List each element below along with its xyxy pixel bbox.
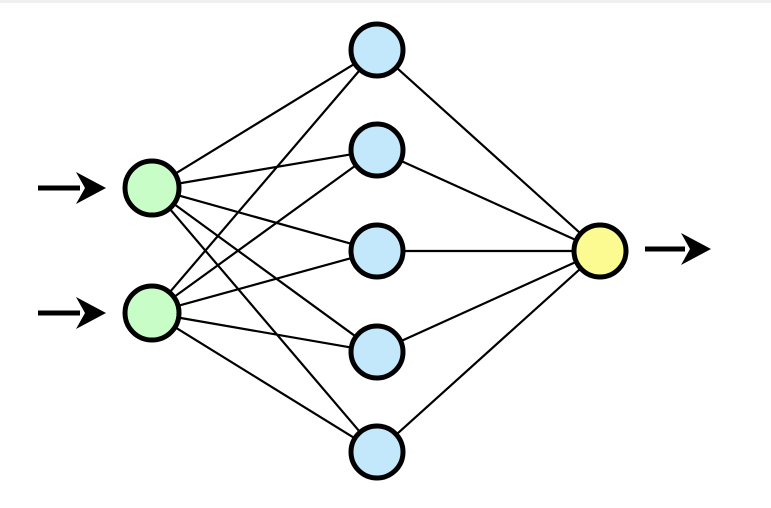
input-node-1 (122, 158, 182, 218)
edge-input-node-1-to-hidden-node-4 (173, 203, 356, 337)
edge-input-node-2-to-hidden-node-5 (175, 326, 355, 439)
edge-input-node-1-to-hidden-node-3 (178, 194, 352, 245)
edges-group (169, 63, 581, 439)
input-arrow-top-head-icon (76, 172, 106, 204)
input-arrow-bottom-head-icon (76, 297, 106, 329)
top-divider (0, 0, 771, 3)
output-arrow-head-icon (681, 233, 711, 265)
edge-hidden-node-2-to-output-node-1 (400, 160, 577, 241)
nodes-group (122, 21, 629, 481)
edge-input-node-1-to-hidden-node-1 (175, 63, 355, 175)
edge-input-node-1-to-hidden-node-5 (169, 208, 361, 433)
edge-input-node-2-to-hidden-node-1 (169, 69, 361, 293)
edge-input-node-2-to-hidden-node-4 (178, 316, 352, 349)
hidden-node-3 (348, 222, 406, 280)
output-node-1 (571, 222, 629, 280)
edge-hidden-node-1-to-output-node-1 (396, 67, 581, 234)
edge-input-node-2-to-hidden-node-3 (178, 257, 352, 307)
hidden-node-4 (348, 323, 406, 381)
arrows-group (38, 172, 711, 329)
hidden-node-2 (348, 121, 406, 179)
edge-hidden-node-4-to-output-node-1 (400, 261, 577, 342)
edge-input-node-1-to-hidden-node-2 (179, 153, 351, 185)
edge-input-node-2-to-hidden-node-2 (173, 165, 356, 298)
hidden-node-5 (348, 423, 406, 481)
hidden-node-1 (348, 21, 406, 79)
input-node-2 (122, 283, 182, 343)
edge-hidden-node-5-to-output-node-1 (396, 268, 581, 435)
